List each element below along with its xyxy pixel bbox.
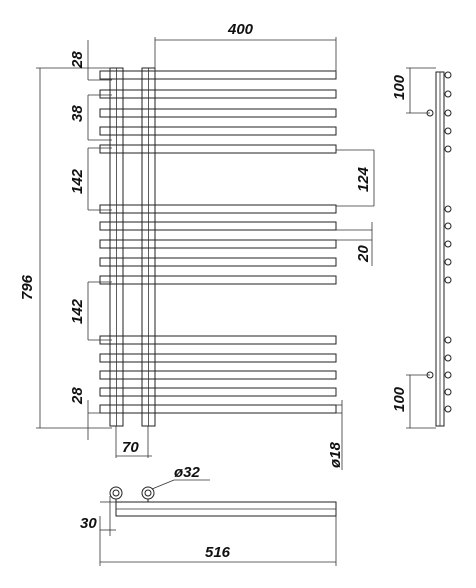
- front-view: [99, 67, 337, 427]
- towel-bar: [99, 221, 337, 231]
- side-dimensions: 100 100: [391, 67, 436, 429]
- towel-bar: [99, 257, 337, 267]
- dimension-label: 28: [69, 51, 86, 69]
- towel-bar: [99, 404, 337, 414]
- dimension-label: 38: [69, 105, 86, 122]
- dimension-label: 100: [391, 386, 408, 412]
- dimension-label: 400: [227, 21, 254, 38]
- towel-bar: [99, 204, 337, 214]
- towel-bar: [99, 239, 337, 249]
- dimension-label: 28: [69, 387, 86, 405]
- dimension-label: 142: [69, 168, 86, 194]
- towel-bar: [99, 108, 337, 118]
- towel-bar: [99, 353, 337, 363]
- bar-group-top: [99, 70, 337, 154]
- towel-bar: [99, 370, 337, 380]
- front-dimensions: 400 796 28 38 142 124 20 142: [19, 21, 375, 470]
- dimension-label: 30: [80, 515, 97, 532]
- dimension-label: 20: [355, 245, 372, 263]
- bar-group-middle: [99, 204, 337, 285]
- towel-bar: [99, 387, 337, 397]
- towel-bar: [99, 275, 337, 285]
- dimension-label: 124: [355, 166, 372, 192]
- bar-group-bottom: [99, 335, 337, 414]
- dimension-label: 70: [122, 439, 139, 456]
- towel-bar: [99, 335, 337, 345]
- dimension-label: 516: [205, 544, 231, 561]
- dimension-label: 796: [19, 274, 36, 300]
- dimension-label: 100: [391, 74, 408, 100]
- towel-bar: [99, 126, 337, 136]
- side-bar-ends: [444, 71, 452, 413]
- pipe-connector-right: [141, 486, 155, 502]
- dimension-label: 142: [69, 298, 86, 324]
- towel-bar: [99, 89, 337, 99]
- pipe-connector-left: [109, 486, 123, 502]
- side-view: [426, 71, 452, 427]
- dimension-label: ø18: [327, 441, 344, 468]
- towel-bar: [99, 144, 337, 154]
- top-view: ø32 30 516: [80, 464, 337, 566]
- dimension-label: ø32: [174, 464, 201, 481]
- towel-bar: [99, 70, 337, 80]
